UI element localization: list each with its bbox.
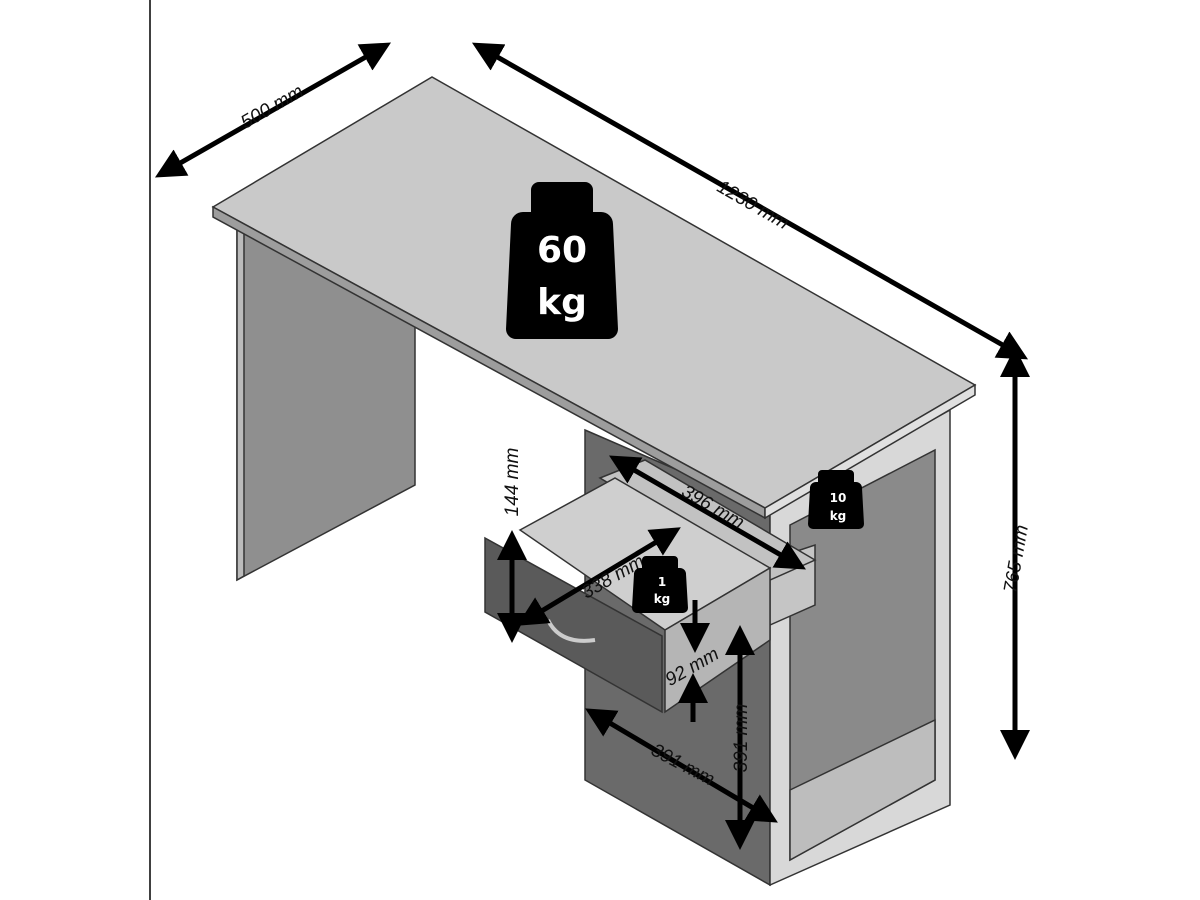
depth-label: 500 mm — [237, 81, 307, 134]
shelf-load-value: 10 — [830, 491, 847, 505]
depth-arrow — [154, 42, 392, 178]
width-label: 1230 mm — [713, 176, 792, 234]
desktop-load-unit: kg — [537, 282, 587, 323]
weight-icon-10kg: 10 kg — [808, 470, 864, 529]
width-arrow — [471, 42, 1029, 360]
drawer-load-unit: kg — [654, 592, 671, 606]
weight-icon-1kg: 1 kg — [632, 556, 688, 613]
drawer-height-label: 144 mm — [502, 448, 523, 517]
height-label: 765 mm — [1000, 523, 1033, 594]
shelf-load-unit: kg — [830, 509, 847, 523]
shelf-width-arrow — [609, 455, 806, 570]
desktop-load-value: 60 — [537, 230, 587, 271]
compartment-height-label: 391 mm — [731, 704, 752, 773]
drawer-load-value: 1 — [658, 575, 666, 589]
drawer-depth-arrow — [517, 527, 681, 626]
pedestal-bottom-shelf — [789, 718, 936, 862]
left-panel-edge — [236, 220, 245, 582]
weight-icon-60kg: 60 kg — [506, 182, 618, 339]
